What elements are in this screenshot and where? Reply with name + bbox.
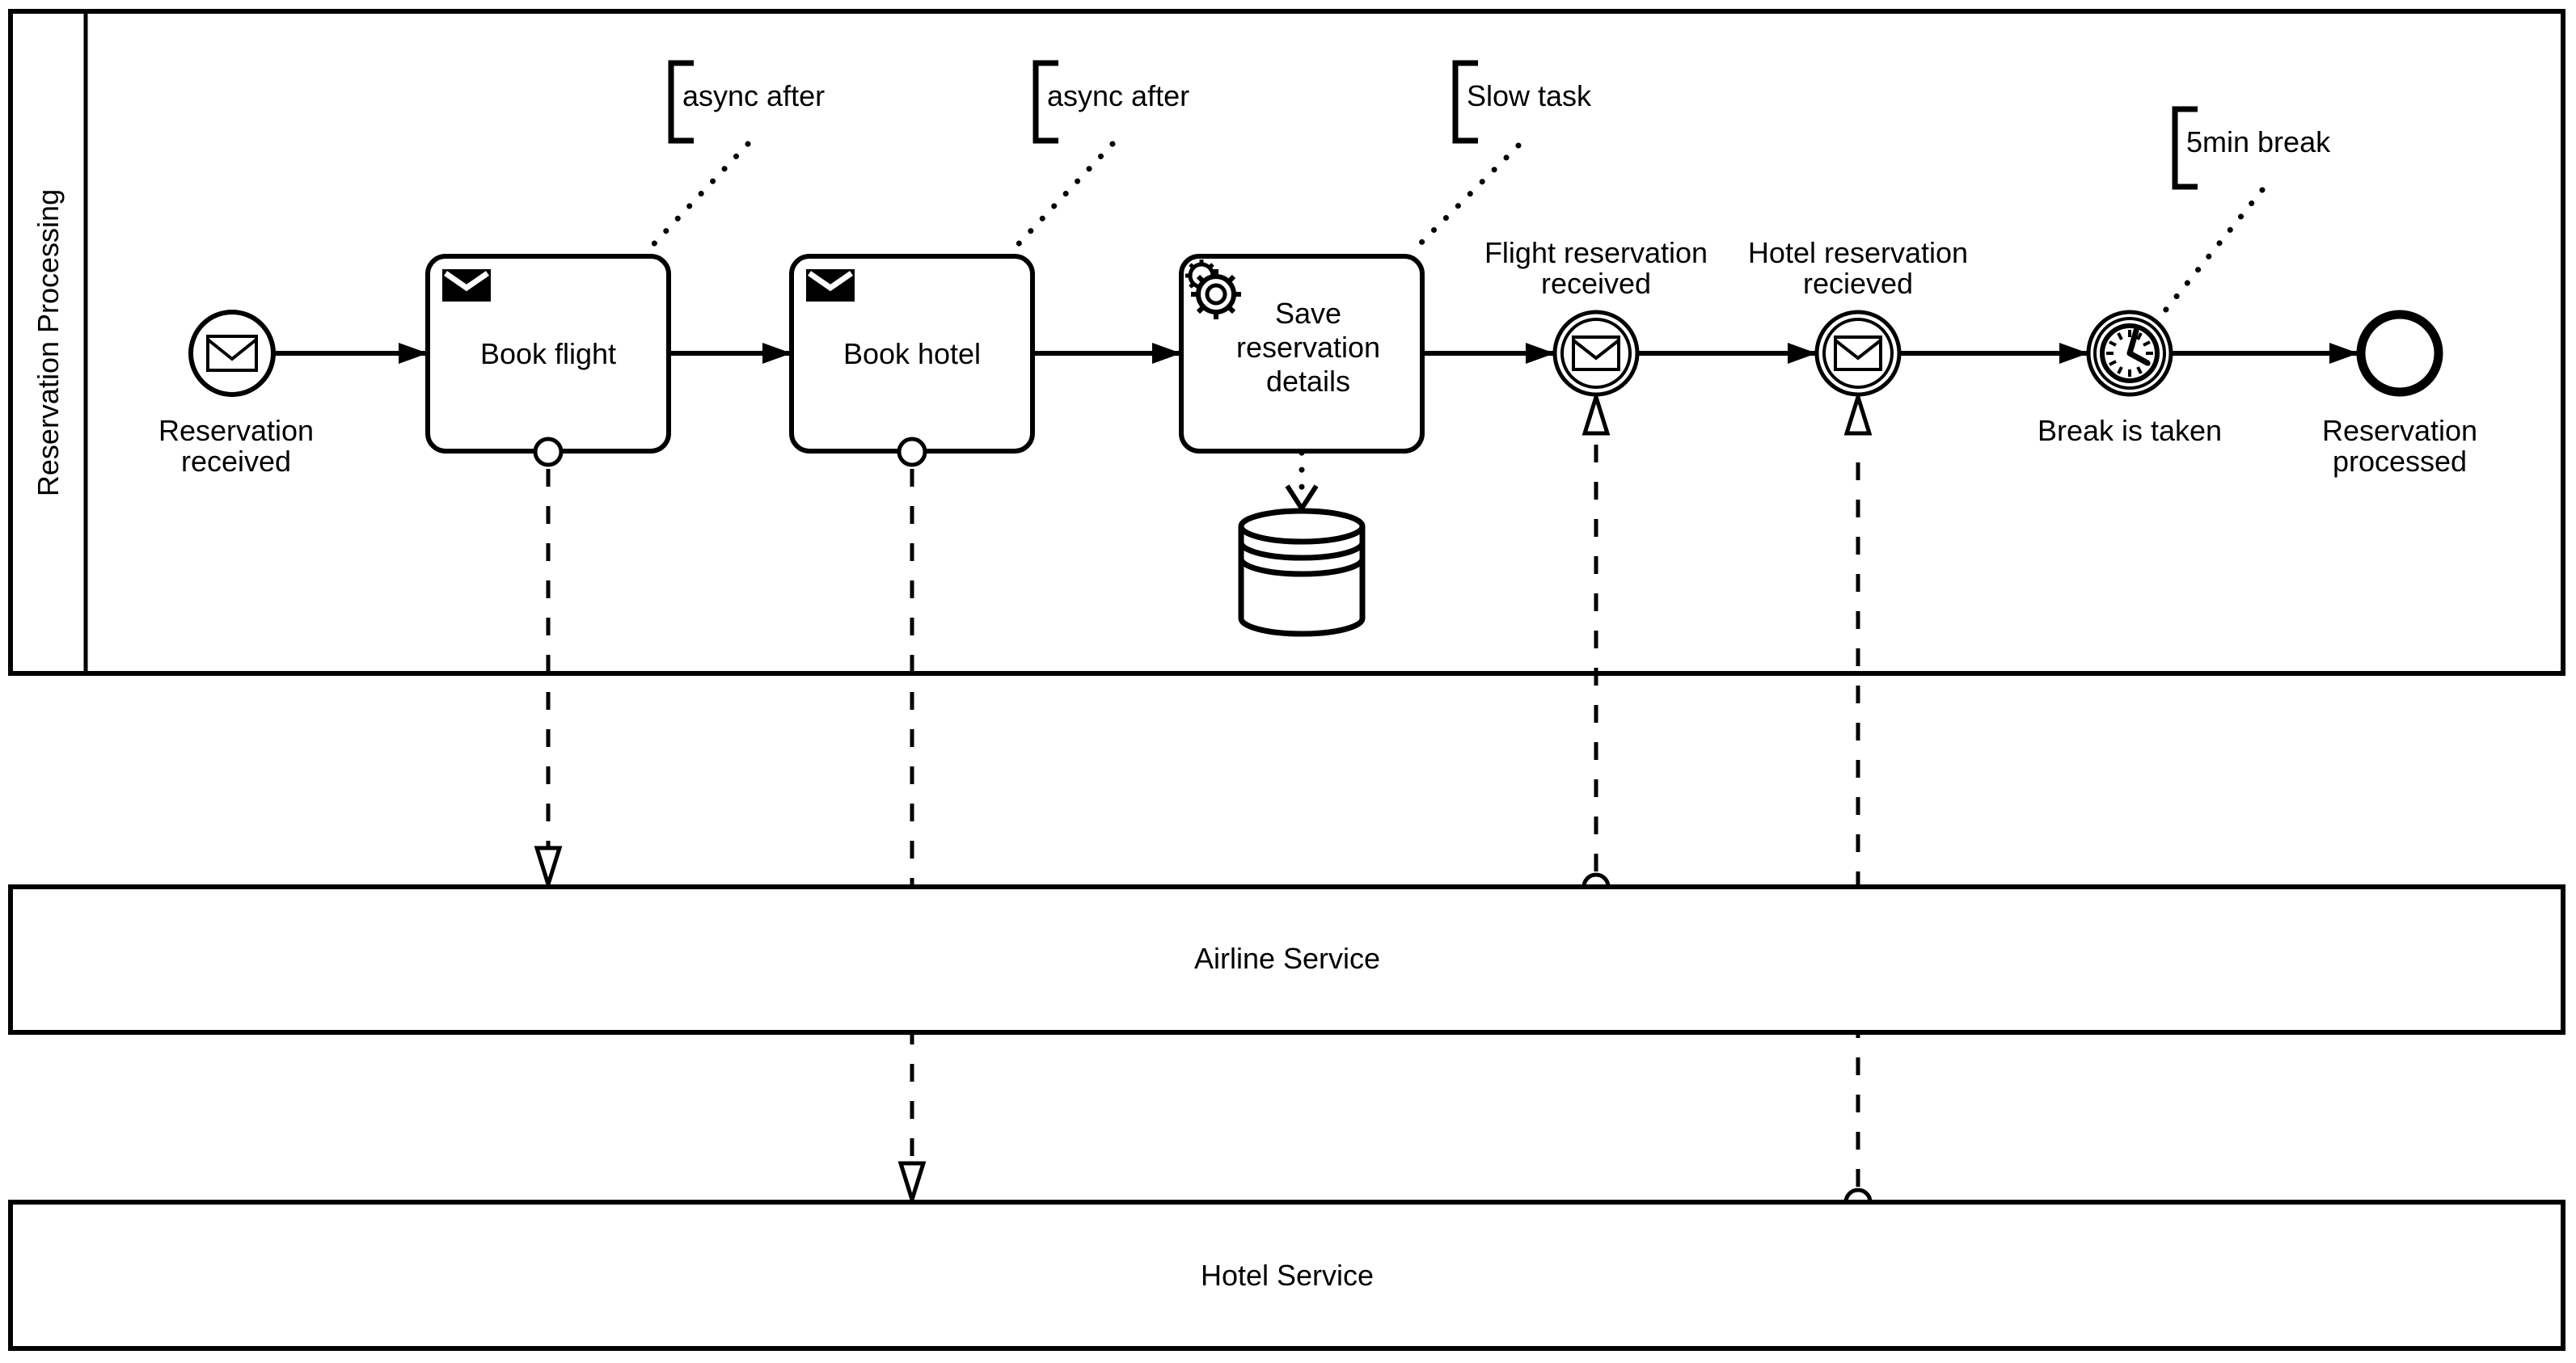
task-book-hotel-label: Book hotel <box>843 337 981 370</box>
hotel-pool-label: Hotel Service <box>1201 1259 1374 1292</box>
send-message-icon <box>442 269 491 302</box>
annotation-five-min-break[interactable]: 5min break <box>2159 106 2331 318</box>
message-flow-arrowhead-hotel-received <box>1843 390 1873 436</box>
message-flow-arrowhead-airline <box>534 846 563 892</box>
start-event-label-line2: received <box>181 445 291 478</box>
airline-pool-border[interactable] <box>8 884 2565 1035</box>
annotation-bracket <box>668 60 694 144</box>
process-pool-label: Reservation Processing <box>32 189 65 496</box>
annotation-five-min-break-text: 5min break <box>2186 125 2331 158</box>
message-envelope-icon <box>206 335 258 372</box>
task-book-flight-label: Book flight <box>480 337 616 370</box>
database-cylinder-icon[interactable] <box>1238 508 1366 637</box>
annotation-async-after-1-text: async after <box>682 79 825 112</box>
annotation-async-after-2-text: async after <box>1047 79 1189 112</box>
service-gears-icon <box>1185 260 1241 319</box>
annotation-bracket <box>2172 106 2198 190</box>
annotation-async-after-1[interactable]: async after <box>644 60 825 255</box>
event-timer-label: Break is taken <box>2038 414 2222 447</box>
event-timer-break[interactable]: Break is taken <box>2038 310 2222 447</box>
event-hotel-received-label-line1: Hotel reservation <box>1748 236 1968 269</box>
event-hotel-reservation-recieved[interactable]: Hotel reservation recieved <box>1748 236 1968 397</box>
task-save-details-label-line2: reservation <box>1236 331 1380 364</box>
send-message-icon <box>806 269 855 302</box>
start-event-label-line1: Reservation <box>158 414 314 447</box>
message-flow-arrowhead-hotel <box>897 1161 927 1207</box>
message-envelope-icon <box>1572 335 1620 371</box>
task-book-flight[interactable]: Book flight <box>425 254 671 467</box>
hotel-service-pool[interactable]: Hotel Service <box>8 1200 2565 1351</box>
task-book-hotel[interactable]: Book hotel <box>789 254 1035 467</box>
hotel-pool-border[interactable] <box>8 1200 2565 1351</box>
task-save-details-label-line1: Save <box>1275 297 1341 330</box>
airline-service-pool[interactable]: Airline Service <box>8 884 2565 1035</box>
end-event-reservation-processed[interactable]: Reservation processed <box>2322 310 2477 478</box>
start-event-reservation-received[interactable]: Reservation received <box>158 310 314 478</box>
event-flight-received-label-line2: received <box>1541 267 1651 300</box>
end-event-circle[interactable] <box>2356 310 2443 397</box>
message-flow-source-dot-book-flight <box>533 437 564 467</box>
annotation-bracket <box>1452 60 1478 144</box>
task-save-details-label-line3: details <box>1266 365 1350 398</box>
message-flow-arrowhead-flight-received <box>1581 390 1611 436</box>
annotation-bracket <box>1033 60 1058 144</box>
annotation-slow-task[interactable]: Slow task <box>1408 60 1592 256</box>
task-save-reservation-details[interactable]: Save reservation details <box>1179 254 1425 454</box>
event-flight-received-label-line1: Flight reservation <box>1484 236 1708 269</box>
annotation-slow-task-text: Slow task <box>1467 79 1592 112</box>
message-envelope-icon <box>1834 335 1882 371</box>
data-store[interactable] <box>1238 449 1366 637</box>
airline-pool-label: Airline Service <box>1194 942 1380 975</box>
annotation-async-after-2[interactable]: async after <box>1008 60 1189 255</box>
event-hotel-received-label-line2: recieved <box>1803 267 1913 300</box>
end-event-label-line1: Reservation <box>2322 414 2477 447</box>
message-flow-source-dot-book-hotel <box>897 437 927 467</box>
end-event-label-line2: processed <box>2333 445 2467 478</box>
event-flight-reservation-received[interactable]: Flight reservation received <box>1484 236 1708 397</box>
timer-clock-icon <box>2100 323 2160 383</box>
